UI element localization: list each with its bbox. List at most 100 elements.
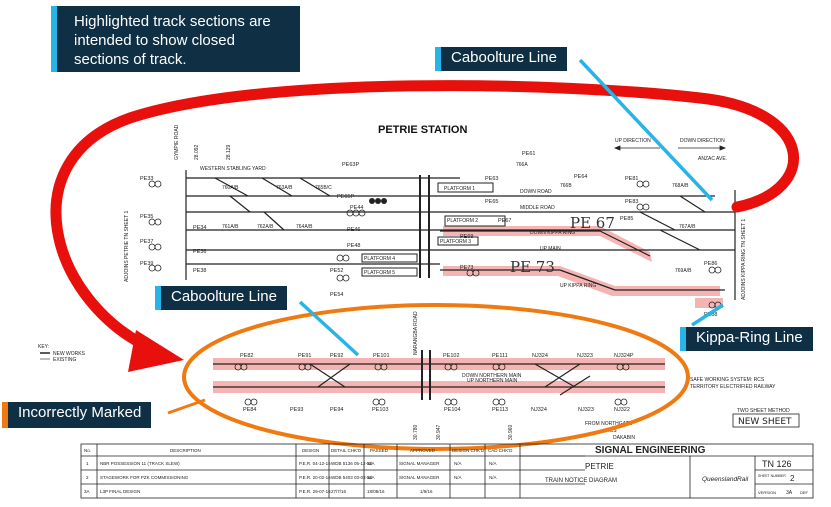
- signal-label: PE65P: [337, 194, 354, 200]
- tb-cell: P.E.R. 29-07-16: [299, 489, 331, 494]
- brand-label: QueenslandRail: [702, 476, 749, 483]
- lower-signal-heads: [234, 363, 630, 406]
- legend-key: KEY: NEW WORKS EXISTING: [38, 344, 86, 363]
- tb-header: PASSED: [370, 448, 389, 453]
- upper-tracks: [185, 170, 736, 300]
- signal-label: PE61: [522, 151, 535, 157]
- electrified-label: TERRITORY ELECTRIFIED RAILWAY: [690, 384, 776, 390]
- tb-cell: 27/7/16: [331, 489, 347, 494]
- signal-label: PE33: [140, 176, 153, 182]
- tb-cell: 1: [86, 461, 89, 466]
- lower-signal-labels: PE82 PE91 PE92 PE101 PE102 PE111 NJ324 N…: [240, 353, 634, 413]
- key-new: NEW WORKS: [53, 351, 86, 357]
- point-label: 762A/B: [257, 224, 274, 230]
- tn-label: TN 126: [762, 459, 792, 469]
- signal-label: PE39: [140, 261, 153, 267]
- closed-track-highlight-upper: [443, 226, 723, 308]
- signal-label: PE82: [240, 353, 253, 359]
- point-label: 765B/C: [315, 185, 332, 191]
- chainage-lower-3: 30.960: [508, 424, 514, 440]
- tb-header: CAD CHK'D: [488, 448, 513, 453]
- signal-label: PE54: [330, 292, 343, 298]
- signal-label: PE113: [492, 407, 508, 413]
- caboolture-line-callout-mid: Caboolture Line: [155, 286, 287, 310]
- diagram-name-label: TRAIN NOTICE DIAGRAM: [545, 478, 617, 484]
- chainage-lower-2: 30.947: [436, 424, 442, 440]
- chainage-2: 28.129: [226, 144, 232, 160]
- tb-cell: N/A: [367, 461, 375, 466]
- kippa-ring-line-callout-text: Kippa-Ring Line: [696, 329, 803, 346]
- up-kippa-label: UP KIPPA RING: [560, 283, 596, 289]
- lower-labels: DOWN NORTHERN MAIN UP NORTHERN MAIN NARA…: [413, 311, 790, 441]
- tb-header: No.: [84, 448, 91, 453]
- closed-track-note: Highlighted track sections are intended …: [51, 6, 300, 72]
- chainage-1: 28.092: [194, 144, 200, 160]
- down-northern-main-label: DOWN NORTHERN MAIN: [462, 373, 522, 379]
- point-label: 766B: [560, 183, 572, 189]
- direction-down-label: DOWN DIRECTION: [680, 138, 725, 144]
- red-curved-arrow: [50, 80, 799, 354]
- point-label: 764A/B: [296, 224, 313, 230]
- caboolture-line-callout-top: Caboolture Line: [435, 47, 567, 71]
- blue-pointer-lines: [298, 58, 724, 357]
- signal-heads: [148, 180, 722, 309]
- platform-4-label: PLATFORM 4: [364, 256, 395, 262]
- yard-label: WESTERN STABLING YARD: [200, 166, 266, 172]
- chainage-lower-1: 30.780: [413, 424, 419, 440]
- signal-label: PE63: [485, 176, 498, 182]
- title-block: [80, 443, 814, 499]
- signal-label: PE94: [330, 407, 343, 413]
- safe-working-label: SAFE WORKING SYSTEM: RCS: [690, 377, 765, 383]
- adjoins-right-label: ADJOINS KIPPA RING TN SHEET 1: [741, 219, 747, 300]
- tb-cell: L3P FINAL DESIGN: [100, 489, 140, 494]
- signal-label: PE64: [574, 174, 587, 180]
- signal-label: PE44: [350, 205, 363, 211]
- title-block-rows: 1 NBR POSSESSION 11 (TRACK SLEW) P.E.R. …: [84, 461, 497, 494]
- point-label: 760A/B: [222, 185, 239, 191]
- signal-label: PE86: [704, 261, 717, 267]
- signal-label: PE34: [193, 225, 206, 231]
- down-kippa-label: DOWN KIPPA RING: [530, 230, 575, 236]
- closed-track-highlight-lower: [213, 358, 665, 393]
- platform-5-label: PLATFORM 5: [364, 270, 395, 276]
- signal-label: NJ324P: [614, 353, 634, 359]
- signal-label: PE84: [243, 407, 256, 413]
- title-block-headers: No. DESCRIPTION DESIGN DETAIL CHK'D PASS…: [84, 448, 513, 453]
- tb-cell: WDB 5403 03-03-16: [331, 475, 373, 480]
- direction-up-label: UP DIRECTION: [615, 138, 651, 144]
- up-northern-main-label: UP NORTHERN MAIN: [467, 378, 518, 384]
- signal-label: NJ323: [578, 407, 594, 413]
- handwritten-pe73: PE 73: [510, 258, 555, 276]
- point-label: 769A/B: [675, 268, 692, 274]
- signal-label: PE101: [373, 353, 390, 359]
- from-northgate-label: FROM NORTHGATE: [585, 421, 633, 427]
- signal-label: PE92: [330, 353, 343, 359]
- incorrectly-marked-callout-text: Incorrectly Marked: [18, 404, 142, 421]
- signal-label: PE38: [193, 268, 206, 274]
- key-title: KEY:: [38, 344, 49, 350]
- point-label: 766A: [516, 162, 528, 168]
- adjoins-left-label: ADJOINS PETRIE TN SHEET 1: [124, 211, 130, 282]
- tb-cell: P.E.R. 04-12-15: [299, 461, 331, 466]
- signal-label: PE36: [193, 249, 206, 255]
- signal-label: PE85: [620, 216, 633, 222]
- signal-label: PE93: [290, 407, 303, 413]
- tb-cell: P.E.R. 20-02-16: [299, 475, 331, 480]
- tb-cell: WDB 5136 05-12-15: [331, 461, 373, 466]
- signal-label: PE52: [330, 268, 343, 274]
- tb-cell: N/A: [489, 461, 497, 466]
- point-labels: 760A/B 763A/B 765B/C 764A/B 762A/B 761A/…: [222, 162, 696, 274]
- caboolture-line-callout-top-text: Caboolture Line: [451, 49, 557, 66]
- sheet-label: SHEET NUMBER: [758, 474, 786, 478]
- down-road-label: DOWN ROAD: [520, 189, 552, 195]
- point-label: 767A/B: [679, 224, 696, 230]
- up-main-label: UP MAIN: [540, 246, 561, 252]
- dakabin-label: DAKABIN: [613, 435, 635, 441]
- platform-1-label: PLATFORM 1: [444, 186, 475, 192]
- signal-label: NJ324: [532, 353, 548, 359]
- tb-cell: SIGNAL MANAGER: [399, 475, 440, 480]
- signal-label: PE88: [704, 312, 717, 318]
- signal-label: PE67: [498, 218, 511, 224]
- signal-label: PE37: [140, 239, 153, 245]
